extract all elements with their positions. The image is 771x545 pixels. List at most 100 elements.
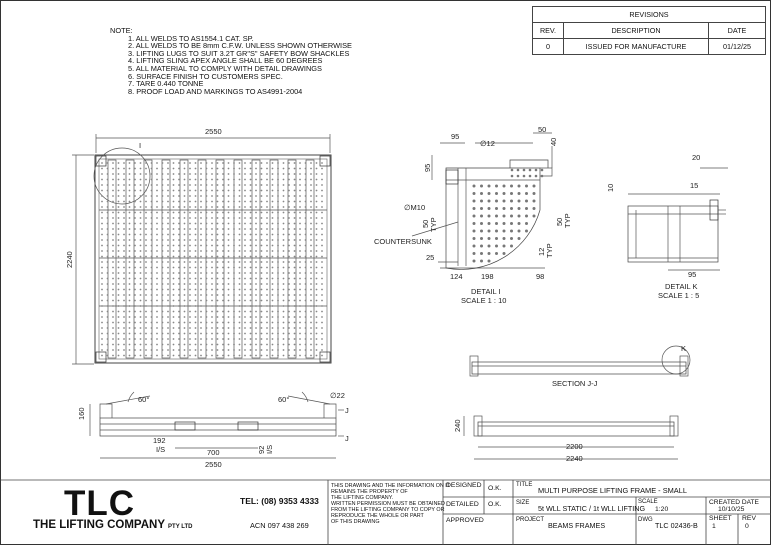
perforation-hole xyxy=(288,349,290,351)
perforation-hole xyxy=(117,211,120,214)
perforation-hole xyxy=(200,272,202,274)
perforation-hole xyxy=(145,184,147,186)
perforation-hole xyxy=(189,321,191,324)
perforation-hole xyxy=(222,277,224,280)
detail-hole xyxy=(532,214,536,218)
perforation-hole xyxy=(310,321,312,324)
perforation-hole xyxy=(310,250,312,252)
perforation-hole xyxy=(145,277,147,280)
perforation-hole xyxy=(260,222,263,225)
perforation-hole xyxy=(101,211,103,214)
perforation-hole xyxy=(282,184,285,186)
perforation-hole xyxy=(271,349,274,351)
perforation-hole xyxy=(244,244,246,247)
perforation-hole xyxy=(222,299,224,302)
perforation-hole xyxy=(150,211,153,214)
perforation-hole xyxy=(315,195,318,197)
perforation-hole xyxy=(205,222,208,225)
perforation-hole xyxy=(150,189,153,192)
perforation-hole xyxy=(200,239,202,241)
perforation-hole xyxy=(178,299,180,302)
perforation-hole xyxy=(167,173,169,175)
detail-hole xyxy=(472,252,476,255)
detail-hole xyxy=(495,237,498,240)
perforation-hole xyxy=(277,222,279,225)
perforation-hole xyxy=(194,173,197,175)
perforation-hole xyxy=(266,332,268,335)
perforation-hole xyxy=(260,310,263,313)
perforation-hole xyxy=(161,266,164,269)
perforation-hole xyxy=(271,162,274,164)
note-item: 4. LIFTING SLING APEX ANGLE SHALL BE 60 … xyxy=(128,56,323,66)
perforation-hole xyxy=(277,255,279,258)
company-full-name: THE LIFTING COMPANY xyxy=(33,519,166,531)
perforation-hole xyxy=(266,222,268,225)
perforation-hole xyxy=(167,233,169,236)
perforation-hole xyxy=(255,288,257,291)
detail-hole xyxy=(487,237,491,240)
perforation-hole xyxy=(299,211,301,214)
perforation-hole xyxy=(178,305,180,307)
perforation-hole xyxy=(293,294,296,296)
perforation-hole xyxy=(227,167,230,170)
perforation-hole xyxy=(134,167,136,170)
perforation-hole xyxy=(200,338,202,340)
perforation-hole xyxy=(321,206,323,208)
perforation-hole xyxy=(205,228,208,230)
perforation-hole xyxy=(260,288,263,291)
perforation-hole xyxy=(145,288,147,291)
perforation-hole xyxy=(205,167,208,170)
detail-hole xyxy=(472,222,476,225)
perforation-hole xyxy=(183,173,186,175)
perforation-hole xyxy=(222,167,224,170)
perforation-hole xyxy=(106,178,109,181)
title-block-grid xyxy=(0,479,771,545)
perforation-hole xyxy=(145,316,147,318)
perforation-hole xyxy=(189,211,191,214)
perforation-hole xyxy=(315,173,318,175)
perforation-hole xyxy=(310,222,312,225)
revisions-header-date: DATE xyxy=(708,22,766,39)
perforation-hole xyxy=(249,222,252,225)
perforation-hole xyxy=(233,200,235,203)
detail-hole xyxy=(517,214,521,218)
perforation-hole xyxy=(282,272,285,274)
perforation-hole xyxy=(304,343,307,346)
perforation-hole xyxy=(205,233,208,236)
perforation-hole xyxy=(299,250,301,252)
perforation-hole xyxy=(238,228,241,230)
perforation-hole xyxy=(194,343,197,346)
detail-k-dim-20: 20 xyxy=(692,153,700,162)
perforation-hole xyxy=(139,206,142,208)
detail-hole xyxy=(525,184,528,188)
perforation-hole xyxy=(156,266,158,269)
perforation-hole xyxy=(266,228,268,230)
perforation-hole xyxy=(260,250,263,252)
perforation-hole xyxy=(321,173,323,175)
perforation-hole xyxy=(222,321,224,324)
perforation-hole xyxy=(106,255,109,258)
perforation-hole xyxy=(277,327,279,329)
perforation-hole xyxy=(205,162,208,164)
side-is-left: I/S xyxy=(156,445,165,454)
perforation-hole xyxy=(167,239,169,241)
perforation-hole xyxy=(200,294,202,296)
perforation-hole xyxy=(117,305,120,307)
perforation-hole xyxy=(112,217,114,219)
perforation-hole xyxy=(288,277,290,280)
perforation-hole xyxy=(255,189,257,192)
perforation-hole xyxy=(244,283,246,285)
perforation-hole xyxy=(244,261,246,263)
perforation-hole xyxy=(178,244,180,247)
perforation-hole xyxy=(293,217,296,219)
detail-hole xyxy=(534,168,538,172)
perforation-hole xyxy=(150,299,153,302)
perforation-hole xyxy=(315,217,318,219)
perforation-hole xyxy=(189,343,191,346)
perforation-hole xyxy=(211,266,213,269)
perforation-hole xyxy=(304,266,307,269)
perforation-hole xyxy=(178,178,180,181)
perforation-hole xyxy=(277,288,279,291)
perforation-hole xyxy=(194,332,197,335)
beam xyxy=(269,159,279,359)
